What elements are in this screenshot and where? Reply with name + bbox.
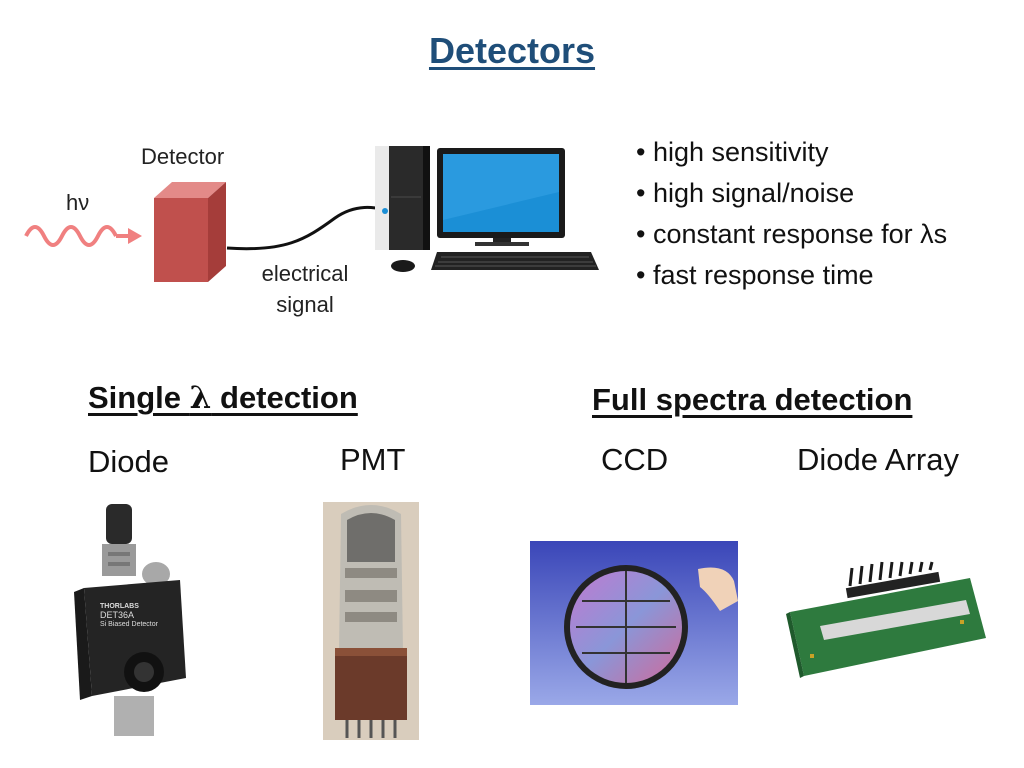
single-heading-suffix: detection bbox=[211, 380, 358, 415]
page-title: Detectors bbox=[428, 30, 596, 71]
diode-photo: THORLABS DET36A Si Biased Detector bbox=[70, 500, 200, 740]
diode-desc-text: Si Biased Detector bbox=[100, 621, 158, 628]
feature-item: high sensitivity bbox=[636, 132, 947, 173]
diode-array-photo bbox=[786, 561, 986, 678]
detector-box-icon bbox=[154, 182, 226, 282]
full-spectra-heading: Full spectra detection bbox=[592, 382, 913, 417]
ccd-photo bbox=[530, 541, 738, 705]
feature-item: fast response time bbox=[636, 255, 947, 296]
signal-cable bbox=[226, 206, 391, 251]
computer-icon bbox=[375, 146, 599, 272]
signal-label: electrical signal bbox=[250, 258, 360, 320]
device-label-diode-array: Diode Array bbox=[797, 442, 959, 477]
diode-brand-text: THORLABS bbox=[100, 603, 139, 610]
device-label-ccd: CCD bbox=[601, 442, 669, 477]
photon-label: hν bbox=[66, 190, 90, 215]
feature-item: high signal/noise bbox=[636, 173, 947, 214]
pmt-photo bbox=[323, 502, 419, 740]
feature-item: constant response for λs bbox=[636, 214, 947, 255]
signal-label-line-2: signal bbox=[276, 292, 334, 317]
single-detection-heading: Single λ detection bbox=[88, 380, 358, 416]
device-label-diode: Diode bbox=[88, 444, 169, 479]
device-label-pmt: PMT bbox=[340, 442, 406, 477]
feature-list: high sensitivity high signal/noise const… bbox=[636, 132, 947, 296]
detector-label: Detector bbox=[141, 144, 225, 169]
single-heading-prefix: Single bbox=[88, 380, 190, 415]
photon-wave-icon bbox=[24, 225, 142, 247]
diode-model-text: DET36A bbox=[100, 610, 135, 620]
signal-label-line-1: electrical bbox=[261, 261, 349, 286]
lambda-symbol: λ bbox=[189, 380, 212, 416]
